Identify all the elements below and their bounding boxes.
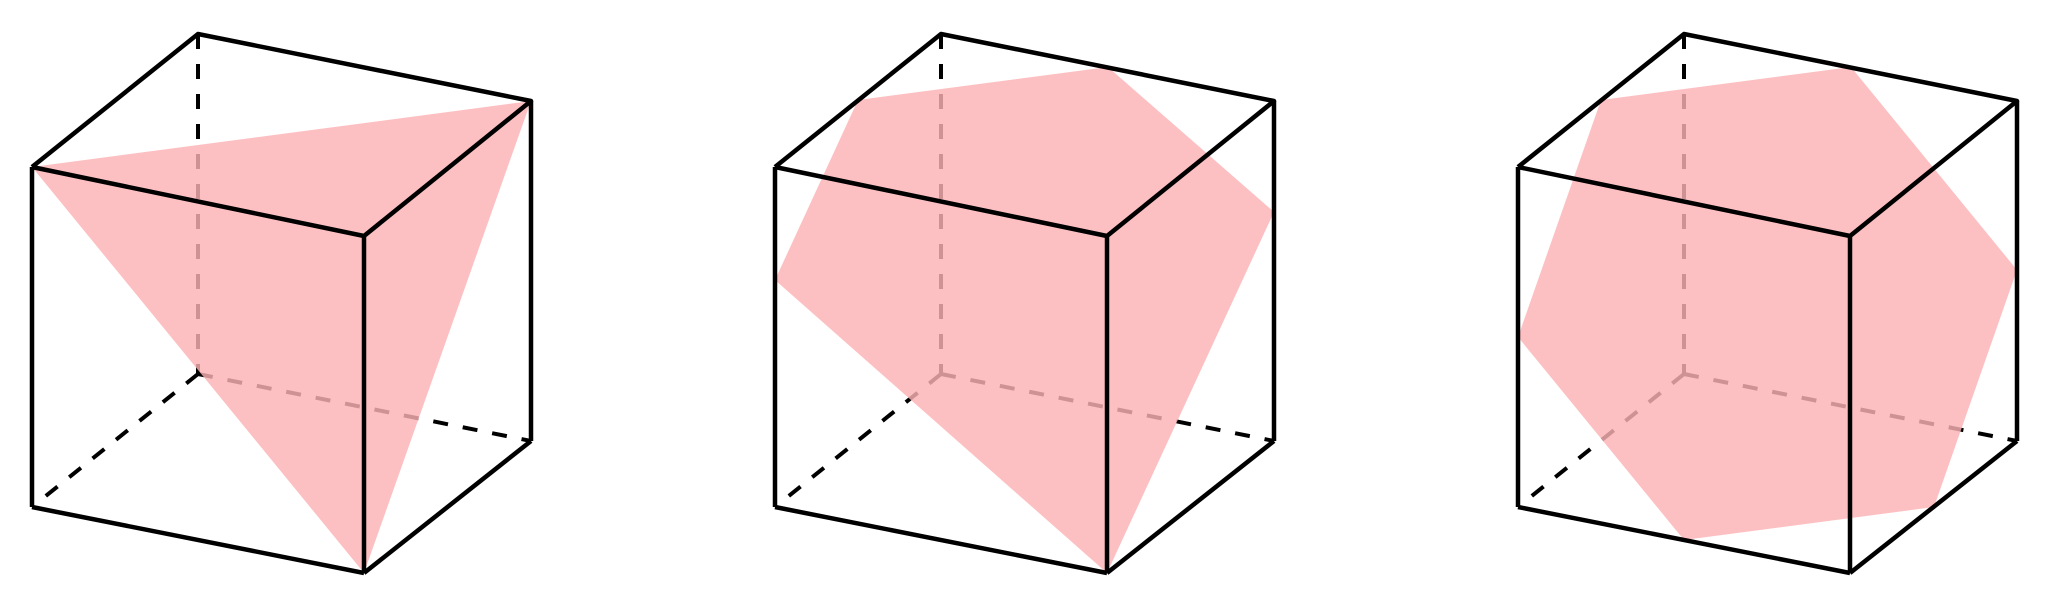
hidden-edge bbox=[30, 372, 200, 509]
cube-2-visible-edges bbox=[772, 31, 1277, 576]
cube-3 bbox=[1515, 31, 2020, 576]
hidden-edge bbox=[940, 372, 1275, 443]
cube-2 bbox=[772, 31, 1277, 576]
cross-section-hexagon bbox=[1518, 67, 2017, 540]
hidden-edge bbox=[1683, 372, 2018, 443]
hidden-edge bbox=[197, 372, 532, 443]
cross-section-pentagon bbox=[775, 67, 1274, 573]
cross-section-triangle bbox=[32, 101, 531, 573]
visible-edge bbox=[31, 504, 365, 576]
cube-3-visible-edges bbox=[1515, 31, 2020, 576]
visible-edge bbox=[774, 504, 1108, 576]
visible-edge bbox=[1848, 439, 2019, 575]
cube-1-visible-edges bbox=[29, 31, 534, 576]
visible-edge bbox=[362, 439, 533, 575]
cube-1 bbox=[29, 31, 534, 576]
visible-edge bbox=[1517, 504, 1851, 576]
visible-edge bbox=[1105, 439, 1276, 575]
